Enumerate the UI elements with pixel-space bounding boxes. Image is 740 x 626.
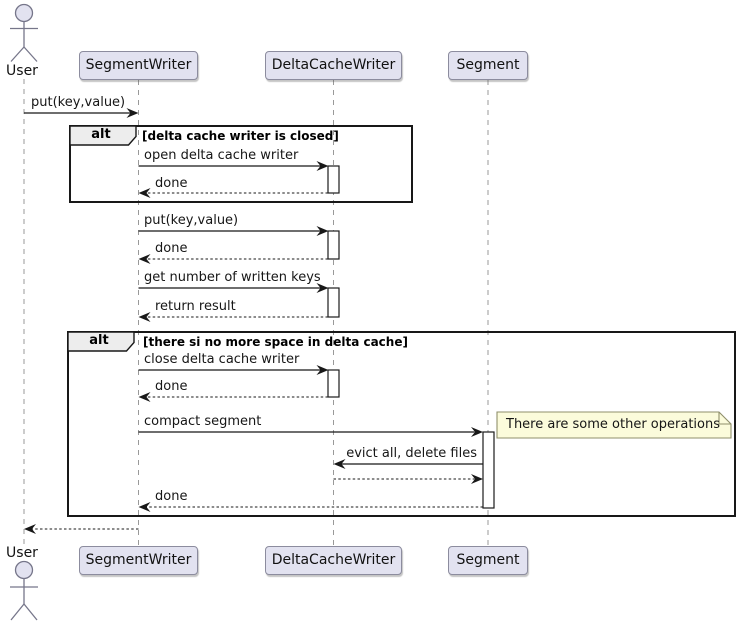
participant-deltacachewriter-top: DeltaCacheWriter	[265, 51, 402, 80]
note-shape	[496, 411, 732, 439]
message-open-delta-cache-writer: open delta cache writer	[144, 148, 299, 163]
participant-segmentwriter-bottom: SegmentWriter	[79, 546, 198, 575]
alt1-operator-tab	[69, 125, 137, 146]
actor-user-top-label: User	[6, 63, 38, 79]
note-other-operations: There are some other operations	[506, 417, 720, 432]
message-evict-all-delete-files: evict all, delete files	[346, 446, 477, 461]
message-return-result: return result	[155, 299, 236, 314]
message-arrows	[24, 108, 483, 534]
activation-get	[327, 287, 340, 318]
message-get-number-of-written-keys: get number of written keys	[144, 270, 321, 285]
activation-bars	[327, 165, 495, 509]
alt-frames	[67, 125, 736, 517]
activation-open	[327, 165, 340, 194]
alt2-operator-label: alt	[89, 333, 109, 348]
participant-segmentwriter-top: SegmentWriter	[79, 51, 198, 80]
alt2-frame	[67, 331, 736, 517]
actor-user-bottom-label: User	[6, 545, 38, 561]
participant-segment-top: Segment	[448, 51, 528, 80]
alt1-operator-label: alt	[91, 127, 111, 142]
alt2-operator-tab	[67, 331, 135, 352]
message-open-reply-done: done	[155, 176, 188, 191]
activation-close	[327, 369, 340, 398]
message-compact-reply-done: done	[155, 489, 188, 504]
participant-deltacachewriter-bottom: DeltaCacheWriter	[265, 546, 402, 575]
message-user-put: put(key,value)	[31, 95, 126, 110]
message-close-delta-cache-writer: close delta cache writer	[144, 352, 300, 367]
alt1-condition: [delta cache writer is closed]	[142, 129, 339, 143]
alt1-frame	[69, 125, 413, 203]
message-put-reply-done: done	[155, 241, 188, 256]
note-fold	[718, 412, 731, 425]
participant-segment-bottom: Segment	[448, 546, 528, 575]
actor-bottom-icon	[10, 560, 38, 621]
actor-top-icon	[10, 3, 38, 62]
activation-put	[327, 230, 340, 260]
message-close-reply-done: done	[155, 379, 188, 394]
message-put: put(key,value)	[144, 213, 239, 228]
alt2-condition: [there si no more space in delta cache]	[143, 335, 408, 349]
message-compact-segment: compact segment	[144, 414, 262, 429]
activation-compact	[482, 431, 495, 509]
